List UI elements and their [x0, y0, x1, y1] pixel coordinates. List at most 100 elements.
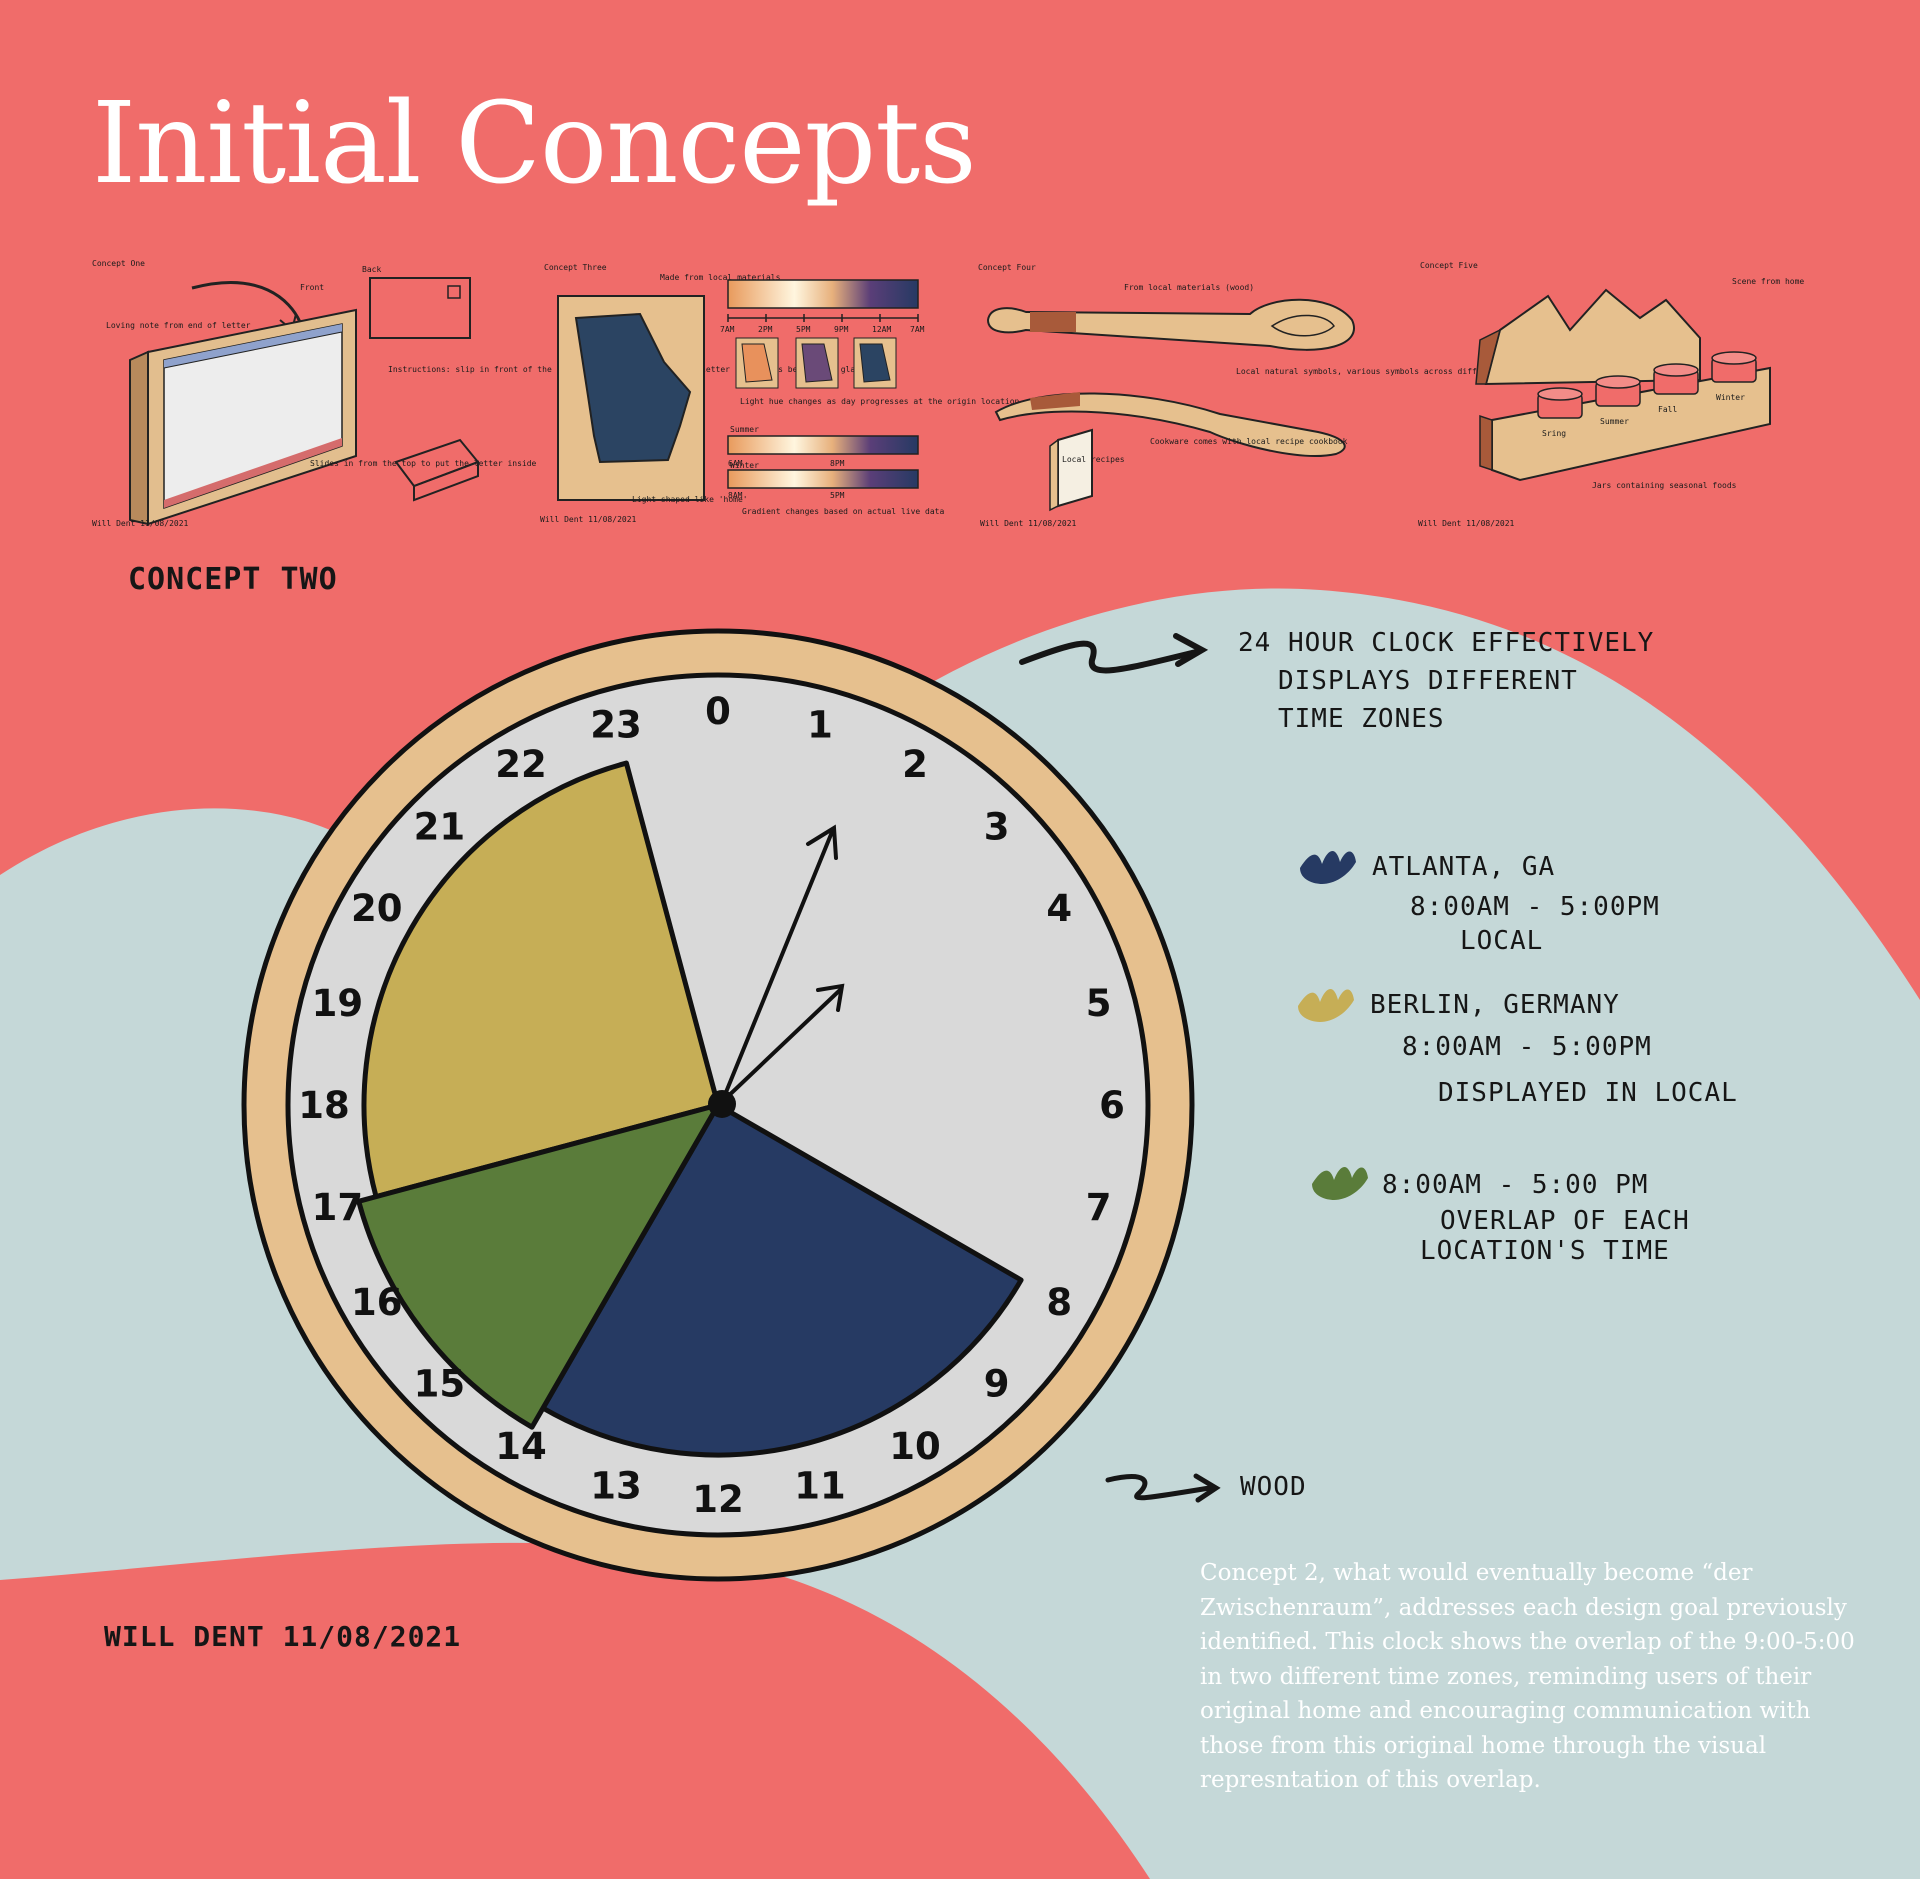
hour-label: 11: [794, 1465, 846, 1508]
winter-tick-start: 8AM: [728, 491, 743, 500]
legend-swatch: [1300, 850, 1356, 884]
concept-three-label: Concept Three: [544, 263, 607, 272]
concept-three-note-middle: Light hue changes as day progresses at t…: [740, 397, 1020, 406]
winter-gradient-bar: [727, 469, 919, 489]
clock-sector-atlanta: [540, 1102, 1024, 1458]
jar-label: Winter: [1716, 393, 1745, 402]
hour-label: 9: [984, 1363, 1010, 1406]
clock-sector-berlin: [361, 760, 721, 1200]
hour-label: 17: [312, 1186, 364, 1229]
jar-label: Summer: [1600, 417, 1629, 426]
clock-note-line-3: time zones: [1278, 704, 1445, 734]
hour-label: 4: [1046, 887, 1072, 930]
recipe-book-label: Local recipes: [1062, 455, 1125, 464]
hour-label: 18: [298, 1084, 350, 1127]
concept-three-note-gradient: Gradient changes based on actual live da…: [742, 507, 944, 516]
gradient-tick-label: 7AM: [720, 325, 735, 334]
concept-four-note-top: From local materials (wood): [1124, 283, 1254, 292]
clock-sector-overlap: [356, 1102, 721, 1430]
legend-atlanta-note: Local: [1460, 926, 1544, 956]
jar-label: Sring: [1542, 429, 1566, 438]
day-gradient-bar: [727, 279, 919, 309]
legend-berlin-note: Displayed in local: [1438, 1078, 1738, 1108]
wooden-spoon: [986, 298, 1355, 351]
concept-four-note-middle: Local natural symbols, various symbols a…: [1236, 367, 1544, 376]
hour-label: 23: [590, 703, 642, 746]
legend-swatch: [1312, 1166, 1368, 1200]
gradient-tick-label: 9PM: [834, 325, 849, 334]
home-scene-panel: [1484, 288, 1701, 386]
concept-five-label: Concept Five: [1420, 261, 1478, 270]
hour-label: 1: [807, 703, 833, 746]
concept-one-note-top: Loving note from end of letter: [106, 321, 251, 330]
concept-one-note-bottom: Slides in from the top to put the letter…: [310, 459, 537, 468]
hour-label: 21: [414, 805, 466, 848]
hour-label: 10: [889, 1425, 941, 1468]
hour-label: 0: [705, 690, 731, 733]
concept-two-description: Concept 2, what would eventually become …: [1200, 1560, 1855, 1793]
hour-label: 20: [351, 887, 403, 930]
concept-four-signature: Will Dent 11/08/2021: [980, 519, 1077, 528]
hour-label: 12: [692, 1478, 744, 1521]
arrow-icon: [1019, 640, 1199, 674]
clock-hands: [720, 824, 845, 1104]
concept-four-sketch: Concept Four From local materials (wood)…: [978, 263, 1544, 528]
gradient-tick-label: 12AM: [872, 325, 891, 334]
letter-back-card: [369, 277, 471, 339]
concept-five-sketch: Concept Five Scene from home Sring Summer…: [1418, 261, 1804, 528]
legend-berlin-city: Berlin, Germany: [1370, 990, 1620, 1020]
concept-four-note-bottom: Cookware comes with local recipe cookboo…: [1150, 437, 1348, 446]
jar-label: Fall: [1658, 405, 1677, 414]
concept-two-label: Concept Two: [128, 562, 338, 597]
wooden-spatula: [994, 392, 1346, 457]
hour-label: 15: [414, 1363, 466, 1406]
clock-note-line-1: 24 hour clock effectively: [1238, 628, 1655, 658]
concept-three-note-bottom: Light-shaped like 'home': [632, 495, 748, 504]
concept-three-signature: Will Dent 11/08/2021: [540, 515, 637, 524]
concept-five-note-top: Scene from home: [1732, 277, 1804, 286]
hour-label: 19: [312, 982, 364, 1025]
clock-center-pin: [708, 1090, 736, 1118]
concept-one-label: Concept One: [92, 259, 145, 268]
concept-three-sketch: Concept Three Made from local materials …: [540, 263, 1020, 524]
legend-atlanta-city: Atlanta, GA: [1372, 852, 1556, 882]
hour-label: 16: [351, 1281, 403, 1324]
wood-arrow-icon: [1105, 1474, 1213, 1501]
hour-label: 8: [1046, 1281, 1072, 1324]
legend-swatch: [1298, 988, 1354, 1022]
winter-tick-end: 5PM: [830, 491, 845, 500]
georgia-map-shape: [574, 312, 692, 464]
hour-label: 14: [495, 1425, 547, 1468]
wood-note: Wood: [1240, 1472, 1307, 1502]
legend-overlap-note-2: location's time: [1420, 1236, 1670, 1266]
hour-label: 13: [590, 1465, 642, 1508]
summer-tick-start: 6AM: [728, 459, 743, 468]
summer-tick-end: 8PM: [830, 459, 845, 468]
legend-overlap-note-1: Overlap of each: [1440, 1206, 1690, 1236]
legend-overlap-hours: 8:00AM - 5:00 PM: [1382, 1170, 1649, 1200]
summer-gradient-bar: [727, 435, 919, 455]
winter-label: Winter: [730, 461, 759, 470]
gradient-tick-label: 7AM: [910, 325, 925, 334]
gradient-tick-label: 5PM: [796, 325, 811, 334]
concept-four-label: Concept Four: [978, 263, 1036, 272]
concept-one-back-label: Back: [362, 265, 381, 274]
hour-label: 7: [1086, 1186, 1112, 1229]
concept-one-front-label: Front: [300, 283, 324, 292]
hour-label: 22: [495, 743, 547, 786]
hour-label: 5: [1086, 982, 1112, 1025]
legend-atlanta-hours: 8:00AM - 5:00PM: [1410, 892, 1660, 922]
hour-label: 6: [1099, 1084, 1125, 1127]
concept-two-signature: Will Dent 11/08/2021: [104, 1620, 462, 1653]
gradient-tick-label: 2PM: [758, 325, 773, 334]
concept-five-note-bottom: Jars containing seasonal foods: [1592, 481, 1737, 490]
summer-label: Summer: [730, 425, 759, 434]
concept-one-signature: Will Dent 11/08/2021: [92, 519, 189, 528]
arrow-icon: [191, 281, 302, 323]
concept-five-signature: Will Dent 11/08/2021: [1418, 519, 1515, 528]
page-title: Initial Concepts: [92, 79, 977, 209]
clock-note-line-2: displays different: [1278, 666, 1578, 696]
concept-three-note-top: Made from local materials: [660, 273, 781, 282]
